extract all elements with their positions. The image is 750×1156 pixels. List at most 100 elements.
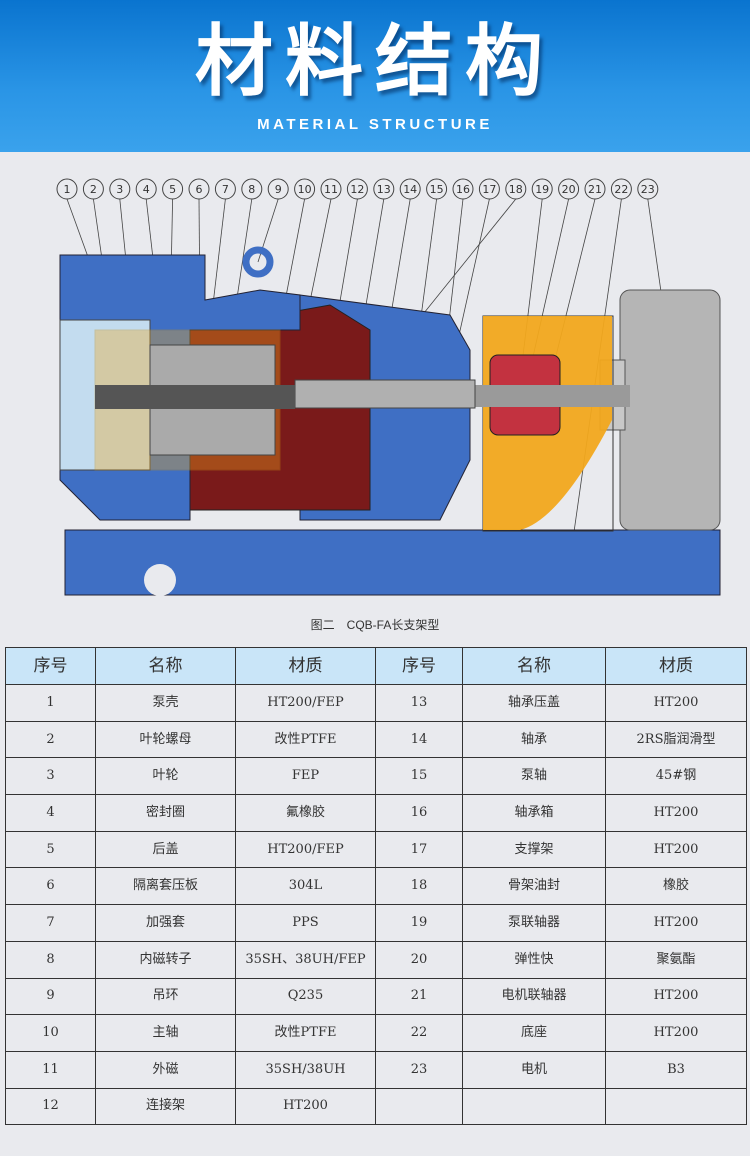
table-cell [375,1087,463,1126]
callout-number: 17 [482,183,496,196]
table-cell: 14 [375,720,463,759]
table-cell: 泵联轴器 [462,904,606,942]
table-cell: 10 [5,1014,96,1052]
callout-circle [426,178,448,200]
column-header: 材质 [605,647,747,685]
table-cell: HT200 [605,794,747,832]
table-cell: 底座 [462,1014,606,1052]
table-cell: 主轴 [95,1014,236,1052]
table-cell: FEP [235,757,376,796]
table-cell: HT200 [605,830,747,869]
callout-number: 11 [324,183,338,196]
table-cell: HT200 [605,977,747,1016]
callout-circle [346,178,368,200]
page-subtitle: MATERIAL STRUCTURE [257,116,493,133]
table-cell: 1 [5,684,96,722]
motor [619,289,721,531]
table-cell: B3 [605,1050,747,1089]
table-cell: 聚氨酯 [605,940,747,979]
table-cell: HT200 [605,1014,747,1052]
table-cell: PPS [235,904,376,942]
callout-circle [135,178,157,200]
callout-number: 6 [196,183,203,196]
table-cell: 弹性快 [462,940,606,979]
table-cell: 45#钢 [605,757,747,796]
callout-circle [373,178,395,200]
table-cell: 隔离套压板 [95,867,236,906]
callout-circle [214,178,236,200]
diagram-caption: 图二 CQB-FA长支架型 [310,618,440,632]
table-cell: 16 [375,794,463,832]
table-cell [462,1087,606,1126]
table-cell: HT200 [605,684,747,722]
callout-number: 18 [509,183,523,196]
callout-number: 19 [535,183,549,196]
callout-circle [558,178,580,200]
callout-circle [584,178,606,200]
table-cell: 轴承箱 [462,794,606,832]
column-header: 名称 [462,647,606,685]
column-header: 材质 [235,647,376,685]
table-cell: 改性PTFE [235,1014,376,1052]
page-title: 材料结构 [194,17,555,107]
callout-circle [56,178,78,200]
table-cell: HT200/FEP [235,684,376,722]
callout-circle [82,178,104,200]
table-cell: 支撑架 [462,830,606,869]
callout-number: 7 [222,183,229,196]
table-cell: 22 [375,1014,463,1052]
table-cell: 12 [5,1087,96,1126]
callout-number: 1 [64,183,71,196]
table-cell: 橡胶 [605,867,747,906]
callout-circle [320,178,342,200]
column-header: 名称 [95,647,236,685]
table-cell: 泵轴 [462,757,606,796]
table-cell: 304L [235,867,376,906]
callout-circle [109,178,131,200]
table-cell: 4 [5,794,96,832]
callout-circle [188,178,210,200]
table-cell: 加强套 [95,904,236,942]
callout-number: 16 [456,183,470,196]
callout-circle [637,178,659,200]
callout-circle [241,178,263,200]
table-cell: 骨架油封 [462,867,606,906]
table-cell: 叶轮螺母 [95,720,236,759]
callout-number: 20 [562,183,576,196]
table-cell: 6 [5,867,96,906]
table-cell: 2RS脂润滑型 [605,720,747,759]
callout-circle [162,178,184,200]
table-cell: 35SH/38UH [235,1050,376,1089]
callout-circle [452,178,474,200]
callout-number: 23 [641,183,655,196]
table-cell: 内磁转子 [95,940,236,979]
table-cell: 9 [5,977,96,1016]
callout-circle [610,178,632,200]
table-cell: 氟橡胶 [235,794,376,832]
callout-circle [531,178,553,200]
table-cell: 17 [375,830,463,869]
table-cell: 19 [375,904,463,942]
table-cell: 8 [5,940,96,979]
callout-number: 12 [350,183,364,196]
table-cell: 电机 [462,1050,606,1089]
table-cell: HT200 [235,1087,376,1126]
callout-number: 3 [116,183,123,196]
callout-number: 13 [377,183,391,196]
table-cell: 21 [375,977,463,1016]
table-cell: 连接架 [95,1087,236,1126]
callout-number: 5 [169,183,176,196]
